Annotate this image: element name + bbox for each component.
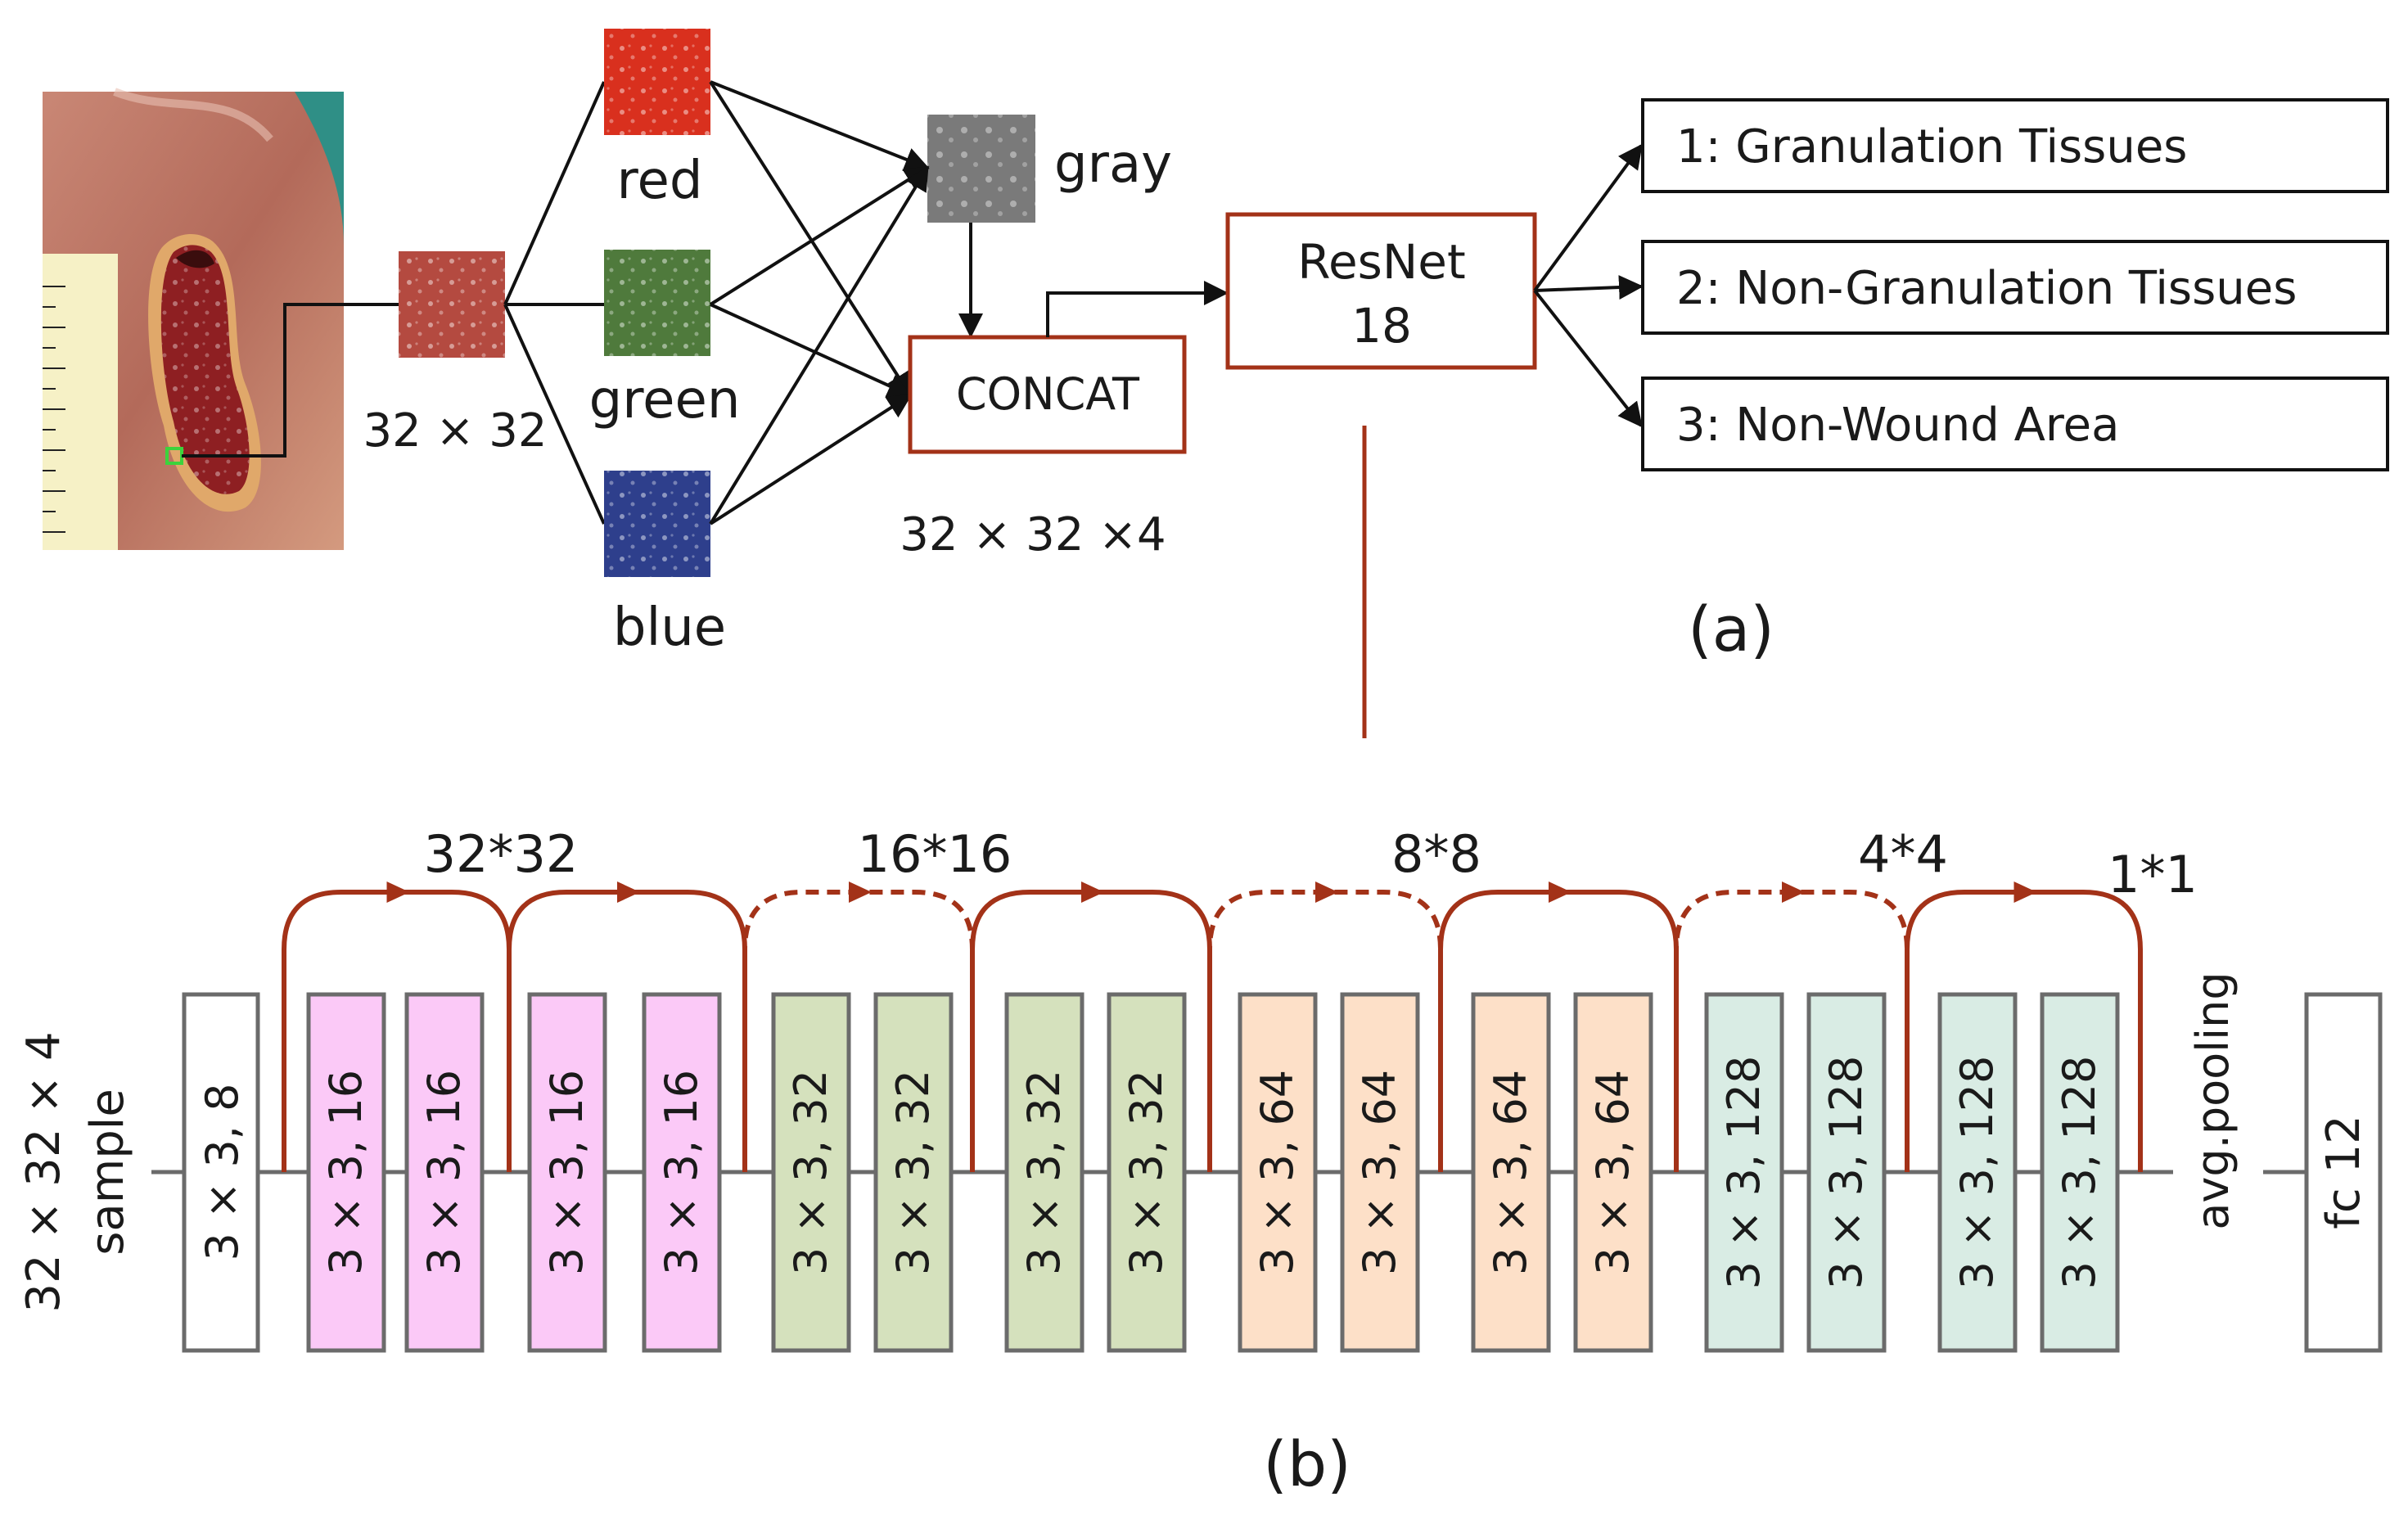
layer-label-6: 3 × 3, 32	[887, 1070, 939, 1275]
input-label-line2: sample	[81, 1089, 134, 1256]
layer-box-6	[873, 992, 954, 1353]
layer-box-15	[1937, 992, 2018, 1353]
layer-box-11	[1471, 992, 1551, 1353]
layer-label-3: 3 × 3, 16	[541, 1070, 593, 1275]
gray-patch	[927, 115, 1035, 223]
layer-label-5: 3 × 3, 32	[785, 1070, 836, 1275]
layer-label-8: 3 × 3, 32	[1121, 1070, 1172, 1275]
caption-a: (a)	[1688, 593, 1774, 665]
layer-label-2: 3 × 3, 16	[418, 1070, 470, 1275]
layer-box-16	[2040, 992, 2120, 1353]
skip-connections	[282, 881, 2143, 1172]
layer-box-9	[1238, 992, 1318, 1353]
gray-label: gray	[1054, 134, 1172, 195]
layer-first-conv-label: 3 × 3, 8	[196, 1084, 248, 1261]
layer-box-8	[1107, 992, 1187, 1353]
avg-pooling-label: avg.pooling	[2187, 972, 2239, 1229]
resnet-box	[1225, 212, 1537, 370]
channel-patch-green	[604, 250, 710, 356]
skip-arrowhead-7	[1782, 881, 1805, 903]
layer-label-9: 3 × 3, 64	[1251, 1070, 1303, 1275]
skip-arrowhead-8	[2013, 881, 2037, 903]
skip-arrowhead-4	[1081, 881, 1104, 903]
fc-layer-label: fc 12	[2317, 1115, 2370, 1229]
layer-box-13	[1704, 992, 1784, 1353]
layer-label-1: 3 × 3, 16	[320, 1070, 372, 1275]
layer-label-16: 3 × 3, 128	[2054, 1056, 2105, 1290]
layer-label-10: 3 × 3, 64	[1354, 1070, 1405, 1275]
skip-arrowhead-6	[1549, 881, 1572, 903]
layer-box-7	[1004, 992, 1085, 1353]
layer-label-13: 3 × 3, 128	[1718, 1056, 1770, 1290]
input-patch	[399, 251, 505, 358]
layer-box-14	[1806, 992, 1887, 1353]
output-label-1: 1: Granulation Tissues	[1676, 120, 2187, 174]
layer-box-2	[404, 992, 485, 1353]
channel-label-blue: blue	[613, 597, 726, 658]
layer-first-conv	[182, 992, 260, 1353]
output-box-2	[1641, 240, 2389, 335]
layer-label-11: 3 × 3, 64	[1485, 1070, 1536, 1275]
channel-patch-blue	[604, 471, 710, 577]
resolution-label-32: 32*32	[424, 824, 579, 884]
layer-label-4: 3 × 3, 16	[656, 1070, 707, 1275]
layer-label-15: 3 × 3, 128	[1951, 1056, 2003, 1290]
caption-b: (b)	[1263, 1427, 1351, 1500]
output-box-3	[1641, 376, 2389, 471]
channel-patch-red	[604, 29, 710, 135]
layer-box-12	[1573, 992, 1653, 1353]
photo-to-patch-line	[182, 303, 399, 458]
fc-layer	[2304, 992, 2383, 1353]
skip-arrowhead-3	[849, 881, 872, 903]
resnet-label-line2: 18	[1351, 298, 1412, 354]
channel-label-green: green	[589, 370, 741, 431]
concat-label: CONCAT	[956, 368, 1140, 420]
layer-label-14: 3 × 3, 128	[1820, 1056, 1872, 1290]
resolution-label-4: 4*4	[1858, 824, 1948, 884]
layer-box-4	[642, 992, 722, 1353]
concat-size-label: 32 × 32 ×4	[900, 508, 1166, 561]
patch-to-channel-lines	[503, 81, 606, 525]
channel-arrows	[709, 80, 983, 525]
residual-layers: 3 × 3, 16 3 × 3, 16 3 × 3, 16 3 × 3, 16 3 × …	[306, 992, 2120, 1353]
output-label-2: 2: Non-Granulation Tissues	[1676, 262, 2297, 315]
layer-label-12: 3 × 3, 64	[1587, 1070, 1639, 1275]
output-label-3: 3: Non-Wound Area	[1676, 399, 2119, 452]
wound-photo	[43, 88, 344, 550]
skip-arrowhead-1	[386, 881, 410, 903]
panel-a: 32 × 32 red green blue gray	[43, 29, 2389, 665]
concat-to-resnet-arrow	[1046, 281, 1229, 337]
layer-box-3	[527, 992, 607, 1353]
input-label-line1: 32 × 32 × 4	[17, 1031, 70, 1312]
channel-label-red: red	[617, 151, 703, 211]
layer-box-10	[1340, 992, 1420, 1353]
layer-box-1	[306, 992, 386, 1353]
resnet-output-arrows	[1533, 143, 1644, 428]
skip-arrowhead-5	[1315, 881, 1338, 903]
resolution-label-1: 1*1	[2108, 845, 2198, 904]
resnet-label-line1: ResNet	[1297, 234, 1465, 290]
resolution-label-16: 16*16	[858, 824, 1012, 884]
concat-box	[908, 335, 1187, 454]
resolution-label-8: 8*8	[1391, 824, 1481, 884]
layer-box-5	[771, 992, 851, 1353]
output-box-1	[1641, 98, 2389, 193]
skip-arrowhead-2	[617, 881, 640, 903]
layer-label-7: 3 × 3, 32	[1018, 1070, 1070, 1275]
patch-size-label: 32 × 32	[363, 404, 547, 458]
